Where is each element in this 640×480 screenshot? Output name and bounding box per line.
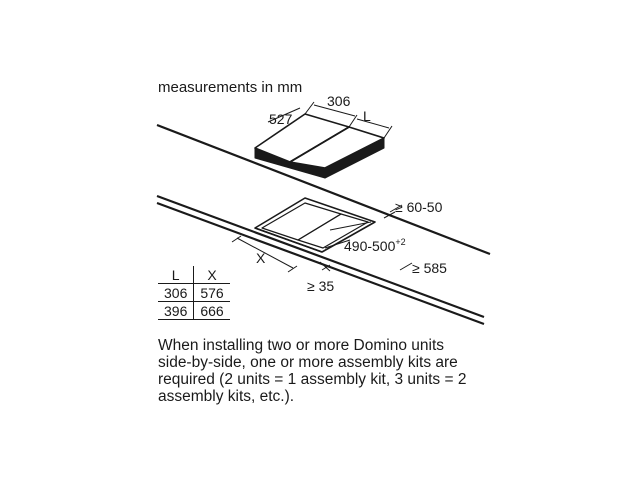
upper-worktop [156,123,491,256]
cutout-dimension-lines [231,204,413,273]
table-cell: 306 [158,283,195,302]
hob-dimension-lines [267,101,393,139]
label-front-edge: ≥ 35 [307,278,334,294]
note-line: required (2 units = 1 assembly kit, 3 un… [158,371,467,388]
worktop-cutout [254,197,376,253]
dimension-table: L X 306 576 396 666 [158,266,230,320]
table-row: 396 666 [158,301,230,320]
note-line: side-by-side, one or more assembly kits … [158,354,458,371]
table-cell: 576 [193,283,230,302]
table-cell: 396 [158,301,195,320]
note-line: assembly kits, etc.). [158,388,295,405]
assembly-note: When installing two or more Domino units… [158,337,498,405]
label-cutout-depth: 490-500+2 [344,237,406,254]
label-306: 306 [327,93,351,109]
lower-worktop [156,194,485,326]
table-row: 306 576 [158,283,230,302]
note-line: When installing two or more Domino units [158,337,445,354]
table-header-L: L [158,266,195,284]
table-header-row: L X [158,266,230,284]
hob-units-top [254,113,385,179]
table-cell: 666 [193,301,230,320]
label-rear-clearance: ≥ 60-50 [395,199,443,215]
label-X: X [256,250,266,266]
label-527: 527 [269,111,293,127]
label-L: L [363,108,371,124]
table-header-X: X [193,266,230,284]
units-caption: measurements in mm [158,79,302,96]
label-worktop-depth: ≥ 585 [412,260,447,276]
